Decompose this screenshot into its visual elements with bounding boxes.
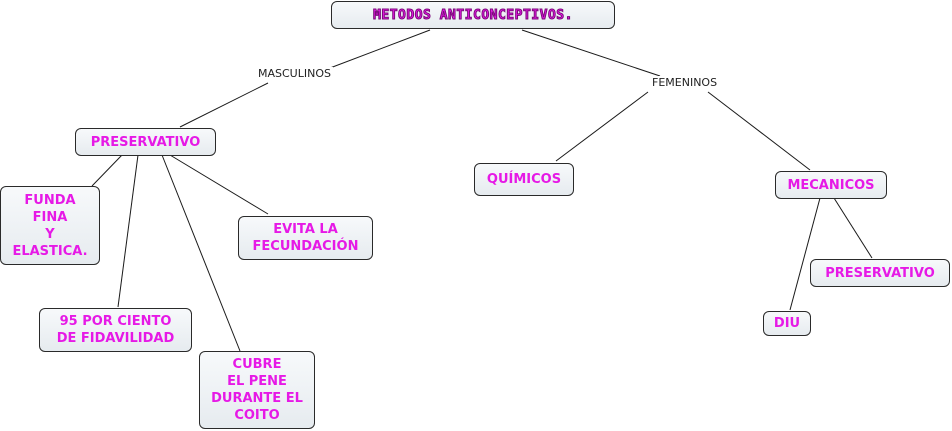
node-95-por-ciento[interactable]: 95 POR CIENTO DE FIDAVILIDAD [39,308,192,352]
link-mecanicos-diu [789,197,821,311]
link-preservativo-cubre [161,154,241,352]
node-mecanicos[interactable]: MECANICOS [775,171,887,199]
link-preservativo-funda [91,154,123,187]
link-femeninos-quimicos [555,91,649,162]
node-funda-fina-elastica[interactable]: FUNDA FINA Y ELASTICA. [0,186,100,265]
node-preservativo-femenino[interactable]: PRESERVATIVO [810,259,950,287]
link-root-masculinos [329,29,431,69]
link-preservativo-evita [169,154,269,215]
node-metodos-anticonceptivos[interactable]: METODOS ANTICONCEPTIVOS. [331,1,615,29]
link-preservativo-porciento [117,154,139,308]
link-root-femeninos [521,29,661,77]
link-mecanicos-preservativo [833,197,873,259]
node-evita-fecundacion[interactable]: EVITA LA FECUNDACIÓN [238,216,373,260]
node-quimicos[interactable]: QUÍMICOS [474,163,574,196]
link-femeninos-mecanicos [707,91,811,171]
node-cubre-el-pene[interactable]: CUBRE EL PENE DURANTE EL COITO [199,351,315,429]
label-masculinos: MASCULINOS [256,67,333,80]
node-diu[interactable]: DIU [763,311,811,336]
node-preservativo-masculino[interactable]: PRESERVATIVO [75,128,216,156]
label-femeninos: FEMENINOS [650,76,720,89]
link-masculinos-preservativo [179,82,269,128]
